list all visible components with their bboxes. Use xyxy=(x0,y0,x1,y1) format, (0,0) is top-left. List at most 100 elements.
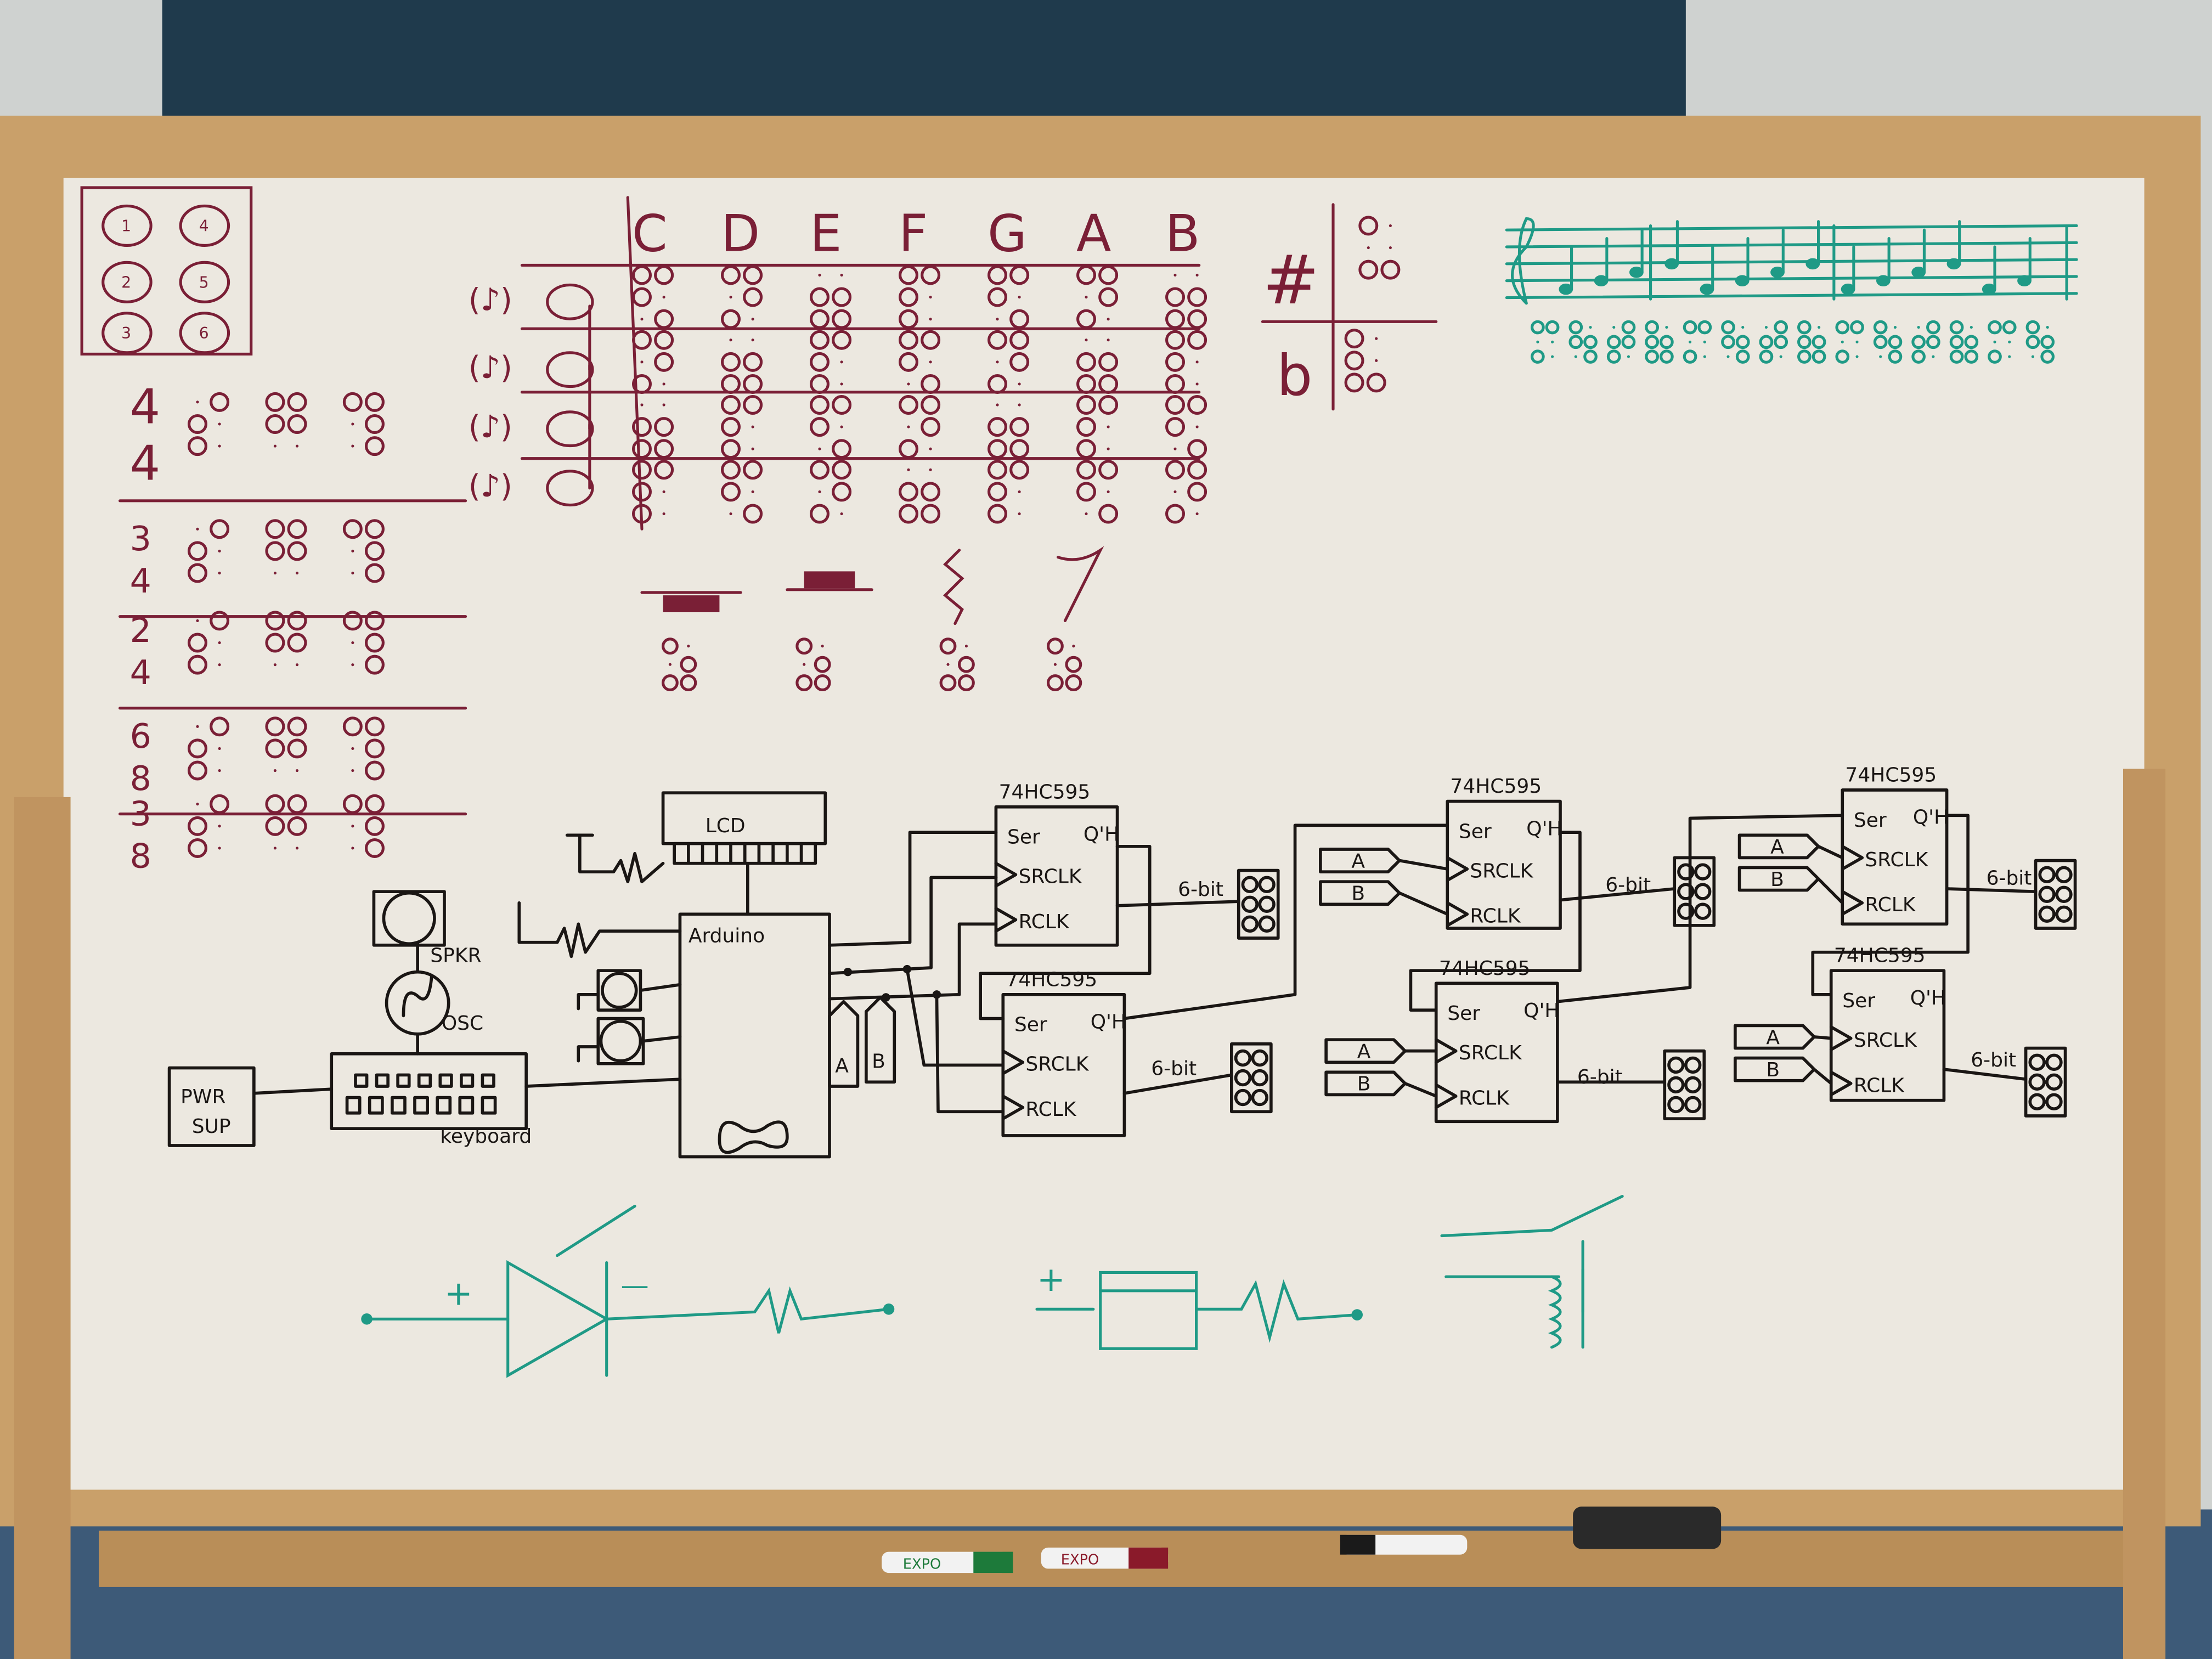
braille-dot xyxy=(1165,395,1185,415)
ser-pin-label: Ser xyxy=(1459,820,1492,843)
braille-cell xyxy=(1165,395,1207,459)
led-icon xyxy=(2038,905,2056,923)
braille-dot xyxy=(1076,374,1097,394)
braille-dot-blank xyxy=(2046,326,2049,329)
resistor-icon xyxy=(1195,1279,1359,1343)
braille-position-number: 2 xyxy=(121,274,131,292)
led-icon xyxy=(1694,863,1712,881)
braille-dot xyxy=(188,816,207,836)
marker[interactable] xyxy=(1340,1534,1468,1555)
speaker-label: SPKR xyxy=(430,945,481,967)
braille-dot xyxy=(721,482,741,502)
braille-dot xyxy=(988,482,1008,502)
braille-dot xyxy=(188,414,207,434)
marker[interactable]: EXPO xyxy=(1041,1547,1169,1569)
braille-cell xyxy=(188,716,230,781)
braille-dot-blank xyxy=(218,847,221,850)
led-icon xyxy=(1258,895,1276,913)
braille-dot xyxy=(1835,349,1850,364)
braille-dot xyxy=(1098,352,1119,372)
braille-dot xyxy=(1187,330,1207,350)
plus-sign: + xyxy=(444,1274,473,1313)
half-rest-icon xyxy=(804,571,855,589)
power-supply xyxy=(167,1066,256,1147)
braille-dot xyxy=(265,738,285,759)
braille-dot xyxy=(364,716,385,737)
braille-dot xyxy=(1009,309,1030,329)
braille-dot-blank xyxy=(1173,273,1177,276)
braille-dot xyxy=(721,352,741,372)
braille-cell xyxy=(1047,637,1082,691)
note-column-header: A xyxy=(1076,204,1111,263)
braille-dot-blank xyxy=(996,403,999,407)
braille-dot xyxy=(1645,320,1659,335)
braille-cell xyxy=(1076,265,1119,329)
braille-dot-blank xyxy=(351,747,354,750)
terminal-dot xyxy=(1351,1309,1363,1321)
braille-dot xyxy=(188,436,207,456)
braille-dot xyxy=(1545,320,1560,335)
braille-position-circle xyxy=(179,261,230,303)
braille-dot xyxy=(1065,674,1082,691)
button-icon xyxy=(599,1019,642,1063)
braille-dot xyxy=(1759,349,1774,364)
marker[interactable]: EXPO xyxy=(882,1551,1013,1573)
teal-note-icon xyxy=(1841,283,1855,295)
braille-dot-blank xyxy=(1612,326,1616,329)
braille-cell xyxy=(721,338,763,394)
braille-dot-blank xyxy=(1917,326,1920,329)
braille-cell xyxy=(1721,320,1750,364)
wire xyxy=(1813,1068,1833,1085)
led-icon xyxy=(2045,1053,2063,1071)
braille-dot xyxy=(988,460,1008,480)
braille-dot-blank xyxy=(1726,355,1730,358)
braille-dot xyxy=(1047,674,1064,691)
wire xyxy=(1816,845,1844,860)
braille-dot xyxy=(632,460,652,480)
braille-dot xyxy=(265,816,285,836)
braille-dot-blank xyxy=(295,571,299,575)
braille-dot xyxy=(188,633,207,653)
braille-dot-blank xyxy=(1085,512,1088,516)
minus-sign: — xyxy=(620,1269,648,1302)
braille-dot xyxy=(988,330,1008,350)
right-leg xyxy=(2123,769,2166,1659)
teal-note-icon xyxy=(1805,258,1820,270)
braille-dot xyxy=(899,439,919,459)
braille-dot xyxy=(832,460,852,480)
braille-dot xyxy=(810,330,830,350)
braille-dot xyxy=(1568,335,1583,349)
braille-dot xyxy=(287,519,307,539)
6-bit-bus xyxy=(1115,900,1240,907)
braille-cell xyxy=(632,330,674,394)
key-icon xyxy=(481,1073,495,1088)
braille-dot xyxy=(654,439,674,459)
teal-note-icon xyxy=(1770,267,1785,278)
braille-dot xyxy=(939,674,957,691)
braille-dot-blank xyxy=(1818,326,1821,329)
braille-dot xyxy=(364,816,385,836)
wire xyxy=(1403,1082,1438,1098)
braille-dot xyxy=(921,395,941,415)
braille-dot xyxy=(632,287,652,307)
led-icon xyxy=(1241,915,1259,933)
braille-dot-blank xyxy=(1574,355,1577,358)
braille-dot xyxy=(988,374,1008,394)
wire xyxy=(1816,877,1844,905)
braille-dot xyxy=(188,760,207,781)
braille-dot xyxy=(364,436,385,456)
braille-dot xyxy=(1949,335,1964,349)
braille-dot xyxy=(1187,287,1207,307)
braille-dot xyxy=(721,265,741,285)
braille-dot xyxy=(743,504,763,524)
eraser[interactable] xyxy=(1573,1506,1722,1549)
input-b-label: B xyxy=(1351,883,1365,905)
braille-dot-blank xyxy=(729,295,732,299)
braille-dot-blank xyxy=(1195,360,1199,364)
input-a-label: A xyxy=(1766,1026,1780,1049)
braille-dot xyxy=(1165,352,1185,372)
braille-position-number: 4 xyxy=(199,217,209,235)
input-b-connector xyxy=(1319,880,1401,906)
braille-dot xyxy=(795,637,813,655)
braille-dot xyxy=(832,287,852,307)
